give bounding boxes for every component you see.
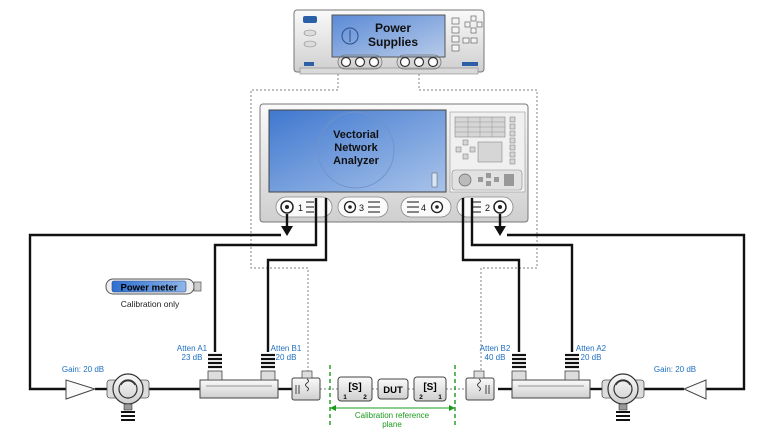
atten-b2-icon bbox=[512, 353, 526, 369]
left-circulator-icon bbox=[106, 373, 150, 421]
port-2-label: 2 bbox=[485, 203, 490, 213]
port-1-label: 1 bbox=[298, 203, 303, 213]
s-param-right-sub2: 1 bbox=[438, 394, 442, 401]
dut-label: DUT bbox=[383, 385, 403, 396]
power-meter-caption: Calibration only bbox=[121, 299, 180, 309]
right-amplifier-icon bbox=[682, 379, 707, 400]
power-meter-label: Power meter bbox=[120, 283, 177, 294]
atten-b2-value: 40 dB bbox=[485, 353, 506, 362]
s-param-left-sub2: 2 bbox=[363, 394, 367, 401]
power-cables bbox=[250, 74, 538, 385]
calibration-label-1: Calibration reference bbox=[355, 411, 430, 420]
calibration-label-2: plane bbox=[382, 420, 402, 429]
atten-a1-value: 23 dB bbox=[182, 353, 203, 362]
atten-b1-icon bbox=[261, 353, 275, 369]
vna-unit: Vectorial Network Analyzer 1 bbox=[259, 103, 529, 223]
right-coupler bbox=[511, 370, 591, 399]
right-amplifier-gain: Gain: 20 dB bbox=[654, 365, 696, 374]
port-4-label: 4 bbox=[421, 203, 426, 213]
left-bias-tee-icon bbox=[291, 370, 321, 401]
atten-a1-name: Atten A1 bbox=[177, 344, 208, 353]
left-amplifier-gain: Gain: 20 dB bbox=[62, 365, 104, 374]
left-amplifier-icon bbox=[65, 379, 97, 400]
atten-b1-value: 20 dB bbox=[276, 353, 297, 362]
atten-a2-name: Atten A2 bbox=[576, 344, 607, 353]
atten-a2-value: 20 dB bbox=[581, 353, 602, 362]
right-circulator-icon bbox=[601, 373, 645, 421]
right-bias-tee-icon bbox=[465, 370, 495, 401]
port-3-label: 3 bbox=[359, 203, 364, 213]
power-supply-title-2: Supplies bbox=[368, 35, 418, 49]
power-supply-title-1: Power bbox=[375, 21, 411, 35]
atten-a2-icon bbox=[565, 353, 579, 369]
s-param-left-block: [S] 1 2 bbox=[337, 376, 373, 402]
s-param-right-sub1: 2 bbox=[419, 394, 423, 401]
port1-arrow-icon bbox=[281, 226, 293, 236]
cal-arrow-left-icon bbox=[330, 405, 336, 411]
dut-block: DUT bbox=[377, 378, 409, 400]
atten-a1-icon bbox=[208, 353, 222, 369]
vna-title-2: Network bbox=[334, 142, 378, 154]
atten-b2-name: Atten B2 bbox=[480, 344, 511, 353]
cal-arrow-right-icon bbox=[449, 405, 455, 411]
port2-arrow-icon bbox=[494, 226, 506, 236]
s-param-left-sub1: 1 bbox=[343, 394, 347, 401]
power-supply-unit: Power Supplies bbox=[293, 9, 485, 75]
s-param-right-block: [S] 2 1 bbox=[413, 376, 447, 402]
calibration-reference-plane: Calibration reference plane bbox=[329, 365, 456, 429]
s-param-left-label: [S] bbox=[348, 382, 361, 393]
vna-title-3: Analyzer bbox=[333, 155, 380, 167]
left-coupler bbox=[199, 370, 279, 399]
power-meter: Power meter Calibration only bbox=[105, 278, 202, 309]
vna-title-1: Vectorial bbox=[333, 129, 379, 141]
rf-cables bbox=[28, 198, 746, 391]
s-param-right-label: [S] bbox=[423, 382, 436, 393]
atten-b1-name: Atten B1 bbox=[271, 344, 302, 353]
